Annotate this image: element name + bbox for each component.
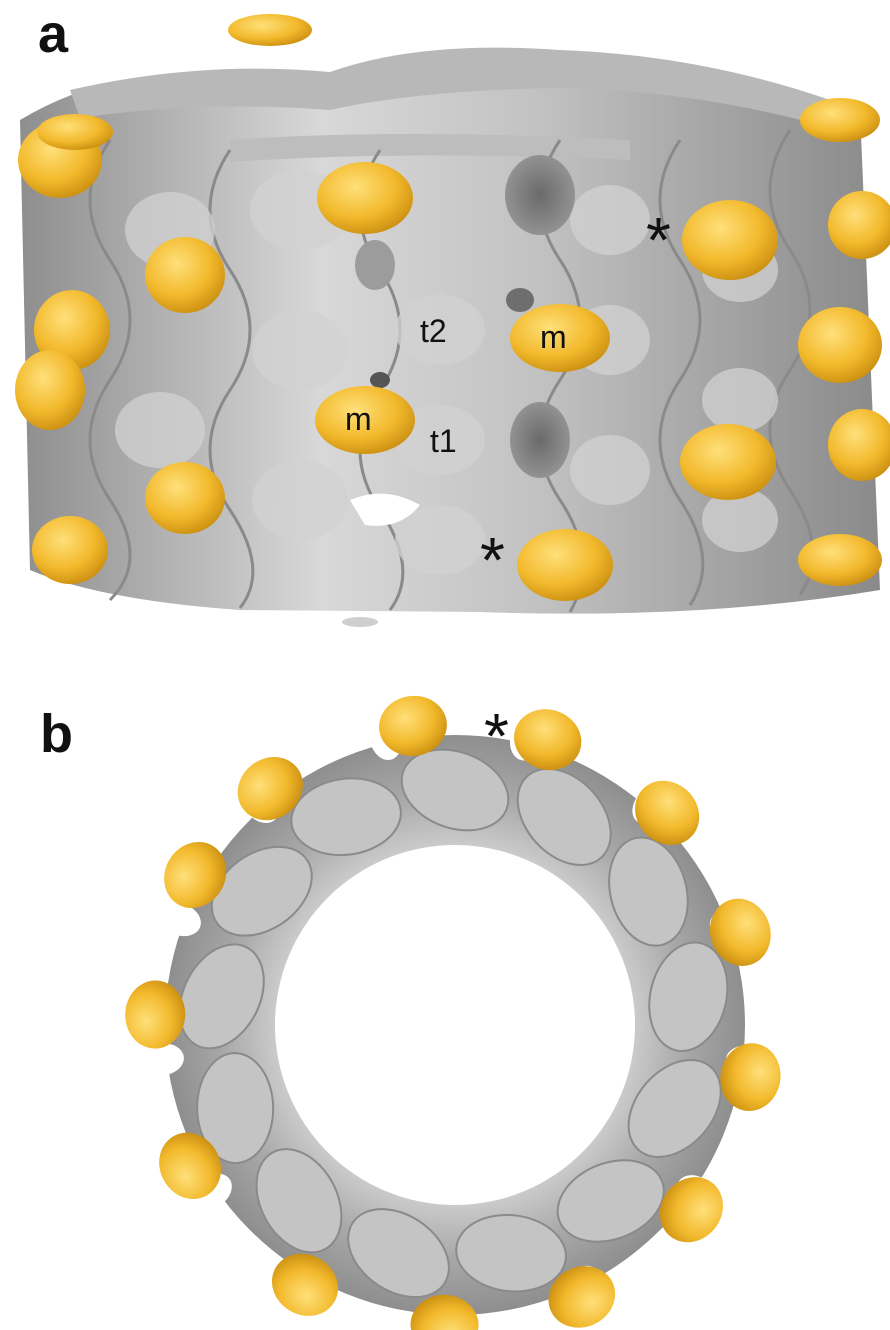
label-m-lower: m <box>345 401 372 437</box>
panel-b-end-view: b * <box>0 640 890 1330</box>
panel-letter-a: a <box>38 4 69 64</box>
side-view-surface-render: a t2 t1 m m * * <box>15 4 890 627</box>
label-m-upper: m <box>540 319 567 355</box>
microtubule-ring <box>125 695 781 1330</box>
panel-letter-b: b <box>40 704 73 764</box>
top-cut-face <box>70 47 830 125</box>
lattice-gaps <box>355 155 575 478</box>
asterisk-lower: * <box>480 524 505 596</box>
asterisk-ring: * <box>484 700 509 772</box>
label-t2: t2 <box>420 313 447 349</box>
motor-domains-ring <box>125 695 781 1330</box>
debris-fragment <box>342 617 378 627</box>
panel-a-side-view: a t2 t1 m m * * <box>0 0 890 640</box>
motor-domains <box>15 14 890 601</box>
protofilament-cross-sections <box>178 748 729 1299</box>
asterisk-upper: * <box>646 204 671 276</box>
end-view-surface-render: b * <box>40 695 781 1330</box>
microtubule-lumen <box>275 845 635 1205</box>
upper-rim <box>230 134 630 162</box>
bottom-notch <box>350 493 420 526</box>
label-t1: t1 <box>430 423 457 459</box>
